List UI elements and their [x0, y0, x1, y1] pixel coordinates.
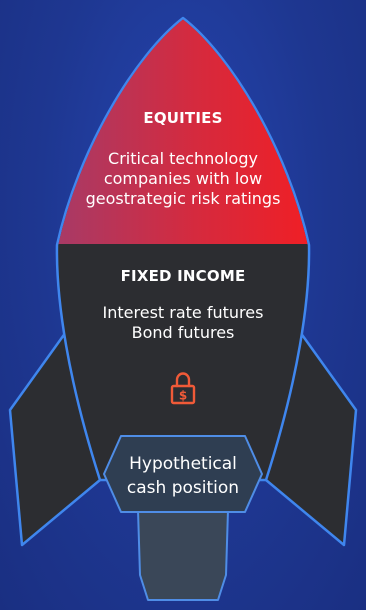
equities-line-3: geostrategic risk ratings: [85, 189, 281, 208]
fixed-income-title: FIXED INCOME: [120, 267, 246, 285]
cash-position-panel: [103, 435, 263, 513]
equities-description: Critical technology companies with low g…: [0, 149, 366, 209]
equities-line-1: Critical technology: [108, 149, 258, 168]
rocket-nose-cone: [58, 19, 308, 244]
cash-line-1: Hypothetical: [129, 454, 237, 474]
equities-line-2: companies with low: [103, 169, 263, 188]
fixed-income-line-1: Interest rate futures: [102, 303, 264, 322]
fixed-income-description: Interest rate futures Bond futures: [0, 303, 366, 343]
lock-dollar-icon: $: [170, 372, 196, 405]
rocket-exhaust: [137, 509, 229, 601]
cash-position-label: Hypothetical cash position: [110, 452, 256, 500]
fixed-income-line-2: Bond futures: [131, 323, 235, 342]
equities-title: EQUITIES: [143, 109, 223, 127]
cash-line-2: cash position: [126, 478, 240, 498]
svg-text:$: $: [179, 389, 187, 403]
